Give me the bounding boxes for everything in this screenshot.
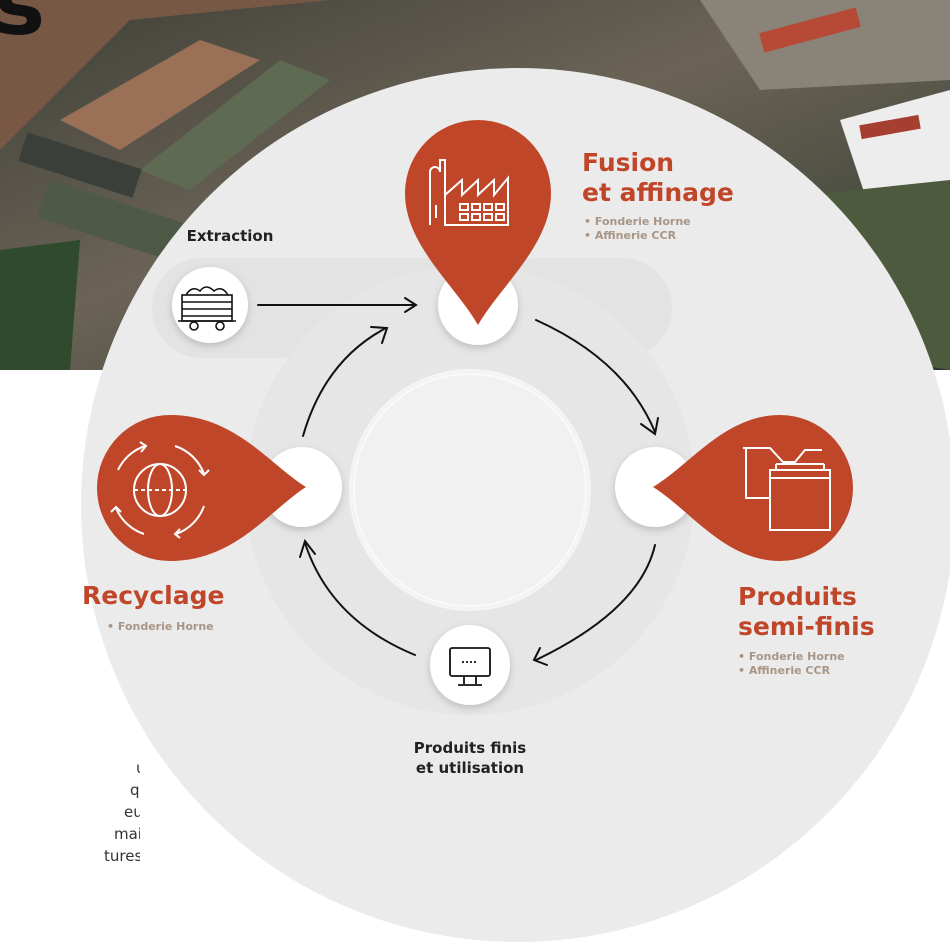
finis-label: Produits finis et utilisation — [380, 738, 560, 779]
finis-label-line-2: et utilisation — [415, 759, 525, 778]
body-text-fragment: ux qui euses maines tures et — [0, 735, 140, 867]
recyclage-pin — [97, 415, 306, 561]
fusion-pin — [405, 120, 551, 325]
node-finis — [430, 625, 510, 705]
fusion-title: Fusion et affinage — [582, 148, 734, 208]
semi-site: Fonderie Horne — [738, 650, 845, 664]
recyclage-sites: Fonderie Horne — [107, 620, 214, 634]
fusion-title-line-2: et affinage — [582, 178, 734, 207]
finis-label-line-1: Produits finis — [413, 739, 527, 757]
semi-site: Affinerie CCR — [738, 664, 845, 678]
mine-cart-icon — [178, 286, 236, 331]
body-line — [138, 735, 140, 757]
heading-fragment: s — [0, 0, 46, 55]
globe-recycle-icon — [110, 441, 210, 539]
fusion-site: Affinerie CCR — [584, 229, 691, 243]
monitor-icon — [449, 647, 491, 686]
node-extraction — [172, 267, 248, 343]
body-line: euses — [124, 803, 140, 821]
body-line: maines — [114, 825, 140, 843]
cycle-arrows — [257, 297, 659, 666]
semi-pin — [653, 415, 853, 561]
fusion-sites: Fonderie Horne Affinerie CCR — [584, 215, 691, 244]
recyclage-title: Recyclage — [82, 581, 224, 611]
body-line: qui — [130, 781, 140, 799]
recyclage-site: Fonderie Horne — [107, 620, 214, 634]
recyclage-title-line-1: Recyclage — [82, 581, 225, 610]
semi-title-line-1: Produits — [738, 582, 857, 611]
body-line: tures et — [104, 847, 140, 865]
semi-title-line-2: semi-finis — [738, 612, 875, 641]
boxes-icon — [743, 447, 831, 531]
semi-sites: Fonderie Horne Affinerie CCR — [738, 650, 845, 679]
fusion-site: Fonderie Horne — [584, 215, 691, 229]
factory-icon — [429, 159, 509, 226]
fusion-title-line-1: Fusion — [582, 148, 675, 177]
body-line: ux — [136, 757, 140, 779]
semi-title: Produits semi-finis — [738, 582, 875, 642]
extraction-label: Extraction — [186, 227, 274, 245]
